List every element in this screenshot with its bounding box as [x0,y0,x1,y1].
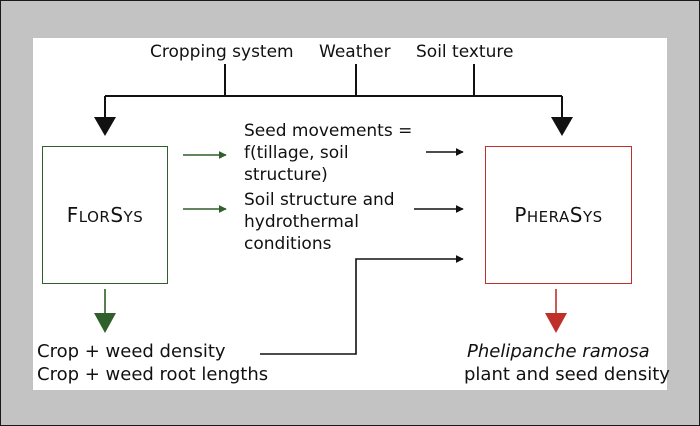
driver-connector [104,64,563,118]
soil-structure-line1: Soil structure and [244,190,395,210]
output-crop-weed-density: Crop + weed density [37,341,226,362]
arrow-to-florsys [94,117,116,136]
output-phelipanche-ramosa: Phelipanche ramosa [467,341,650,362]
soil-structure-line3: conditions [244,234,332,254]
soil-structure-line2: hydrothermal [244,212,359,232]
seed-movements-line1: Seed movements = [244,121,413,141]
seed-movements-line2: f(tillage, soil [244,143,349,163]
output-crop-weed-root-lengths: Crop + weed root lengths [37,364,269,385]
seed-movements-line3: structure) [244,165,328,185]
florsys-label: FLORSYS [66,203,144,227]
pherasys-label: PHERASYS [514,203,603,227]
arrow-root-lengths-elbow [260,255,464,355]
arrow-to-pherasys [551,117,573,136]
arrow-down-green-head [94,313,116,333]
pherasys-box: PHERASYS [485,146,632,284]
florsys-box: FLORSYS [42,146,168,284]
driver-weather: Weather [319,42,391,62]
driver-cropping-system: Cropping system [150,42,294,62]
output-plant-seed-density: plant and seed density [464,364,670,385]
driver-soil-texture: Soil texture [416,42,514,62]
arrow-down-red-head [545,313,567,333]
